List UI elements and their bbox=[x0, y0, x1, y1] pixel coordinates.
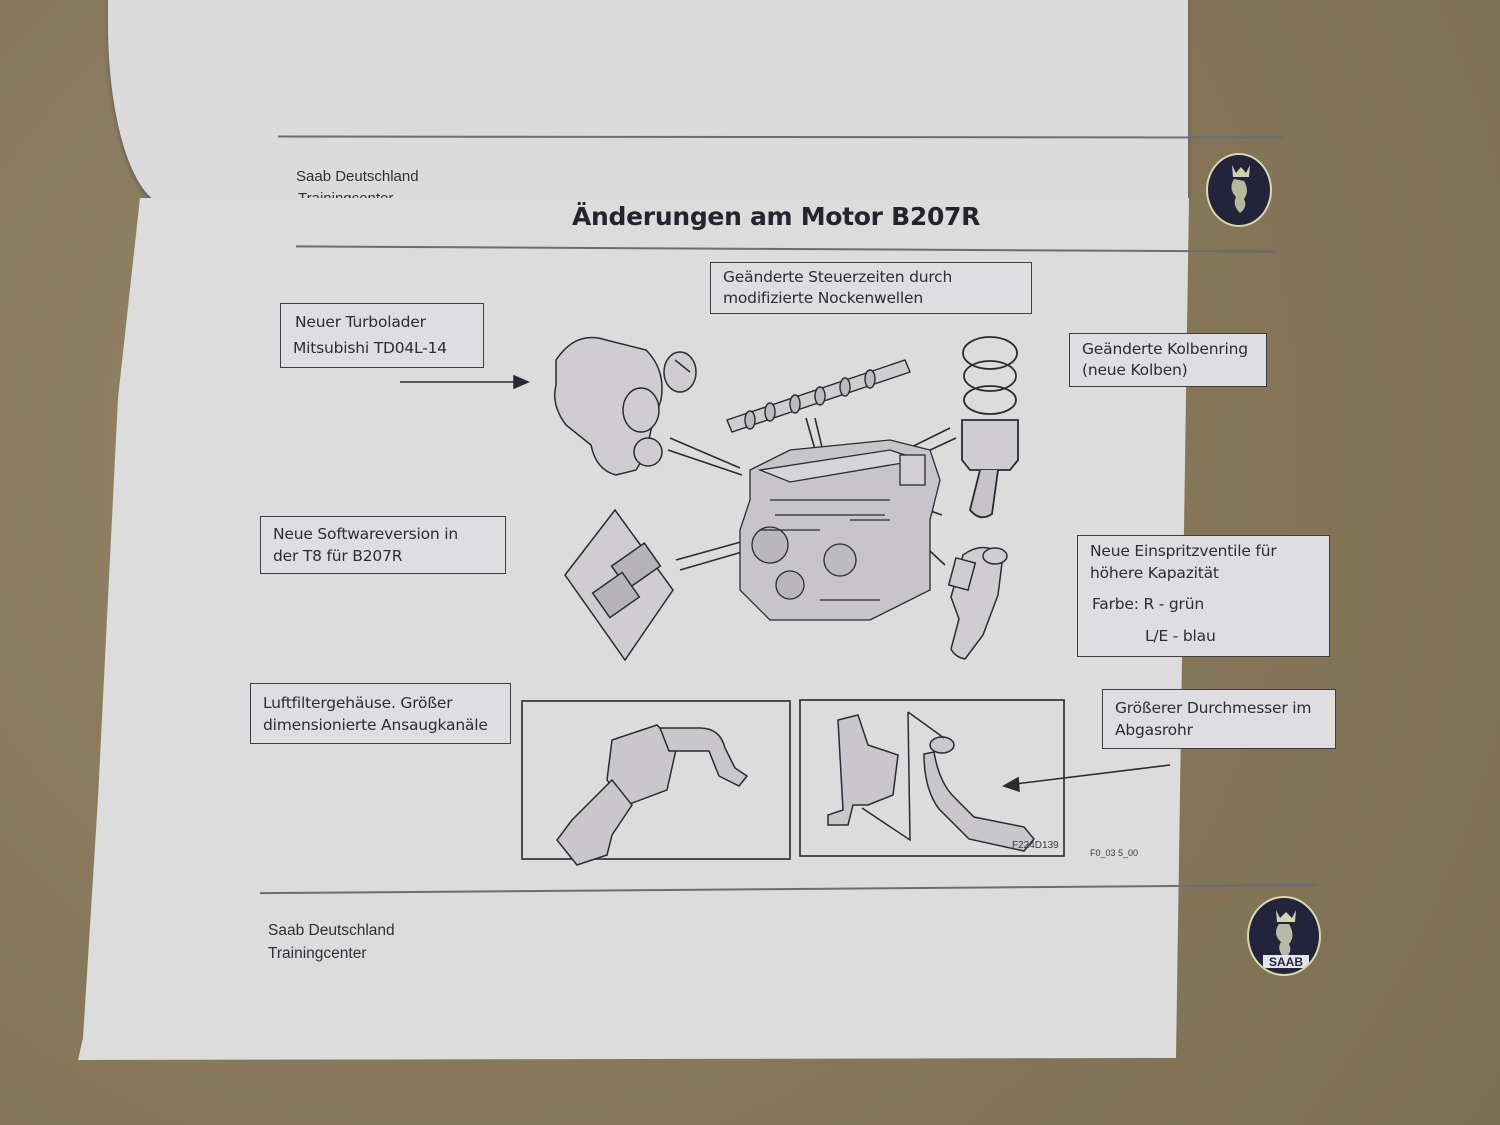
engine-b207r-icon bbox=[739, 439, 941, 621]
callout-piston: Geänderte Kolbenring (neue Kolben) bbox=[1069, 333, 1267, 387]
callout-injector-color-le: L/E - blau bbox=[1145, 627, 1216, 645]
footer-logo-text: SAAB bbox=[1269, 955, 1303, 969]
fuel-injector-icon bbox=[947, 546, 1008, 660]
callout-exhaust-line-1: Größerer Durchmesser im bbox=[1115, 699, 1312, 717]
callout-injector-line-1: Neue Einspritzventile für bbox=[1090, 542, 1277, 560]
callout-software-line-2: der T8 für B207R bbox=[273, 547, 403, 565]
callout-turbo: Neuer Turbolader Mitsubishi TD04L-14 bbox=[280, 303, 484, 368]
callout-piston-line-1: Geänderte Kolbenring bbox=[1082, 340, 1248, 358]
footer-department: Trainingcenter bbox=[268, 945, 367, 962]
back-header-company: Saab Deutschland bbox=[296, 168, 419, 185]
callout-injector-line-2: höhere Kapazität bbox=[1090, 564, 1219, 582]
saab-griffin-logo-icon bbox=[1206, 153, 1272, 227]
figure-code: F224D139 bbox=[1012, 840, 1059, 851]
callout-software: Neue Softwareversion in der T8 für B207R bbox=[260, 516, 506, 574]
exhaust-figure-frame bbox=[799, 699, 1065, 857]
callout-airfilter: Luftfiltergehäuse. Größer dimensionierte… bbox=[250, 683, 511, 744]
callout-software-line-1: Neue Softwareversion in bbox=[273, 525, 458, 543]
slide-code: F0_03 5_00 bbox=[1090, 848, 1139, 858]
callout-turbo-line-2: Mitsubishi TD04L-14 bbox=[293, 339, 447, 357]
camshaft-icon bbox=[726, 359, 911, 433]
footer-company: Saab Deutschland bbox=[268, 922, 395, 939]
callout-injector-color-r: Farbe: R - grün bbox=[1092, 595, 1204, 613]
callout-turbo-line-1: Neuer Turbolader bbox=[295, 313, 426, 331]
ecu-t8-icon bbox=[564, 508, 674, 662]
callout-exhaust: Größerer Durchmesser im Abgasrohr bbox=[1102, 689, 1336, 749]
callout-camshaft-line-1: Geänderte Steuerzeiten durch bbox=[723, 268, 953, 286]
piston-rings-icon bbox=[961, 336, 1019, 519]
airfilter-figure-frame bbox=[521, 700, 791, 860]
callout-camshaft: Geänderte Steuerzeiten durch modifiziert… bbox=[710, 262, 1032, 314]
exhaust-pipe-icon bbox=[827, 711, 1035, 852]
callout-airfilter-line-1: Luftfiltergehäuse. Größer bbox=[263, 694, 453, 712]
callout-camshaft-line-2: modifizierte Nockenwellen bbox=[723, 289, 923, 307]
callout-piston-line-2: (neue Kolben) bbox=[1082, 361, 1188, 379]
turbocharger-icon bbox=[554, 336, 697, 476]
callout-exhaust-line-2: Abgasrohr bbox=[1115, 721, 1193, 739]
callout-injector: Neue Einspritzventile für höhere Kapazit… bbox=[1077, 535, 1330, 657]
callout-airfilter-line-2: dimensionierte Ansaugkanäle bbox=[263, 716, 488, 734]
page-title: Änderungen am Motor B207R bbox=[572, 202, 981, 231]
air-filter-housing-icon bbox=[556, 724, 749, 866]
back-page: Saab Deutschland Trainingcenter bbox=[108, 0, 1285, 227]
saab-griffin-logo-icon: SAAB bbox=[1247, 896, 1321, 976]
